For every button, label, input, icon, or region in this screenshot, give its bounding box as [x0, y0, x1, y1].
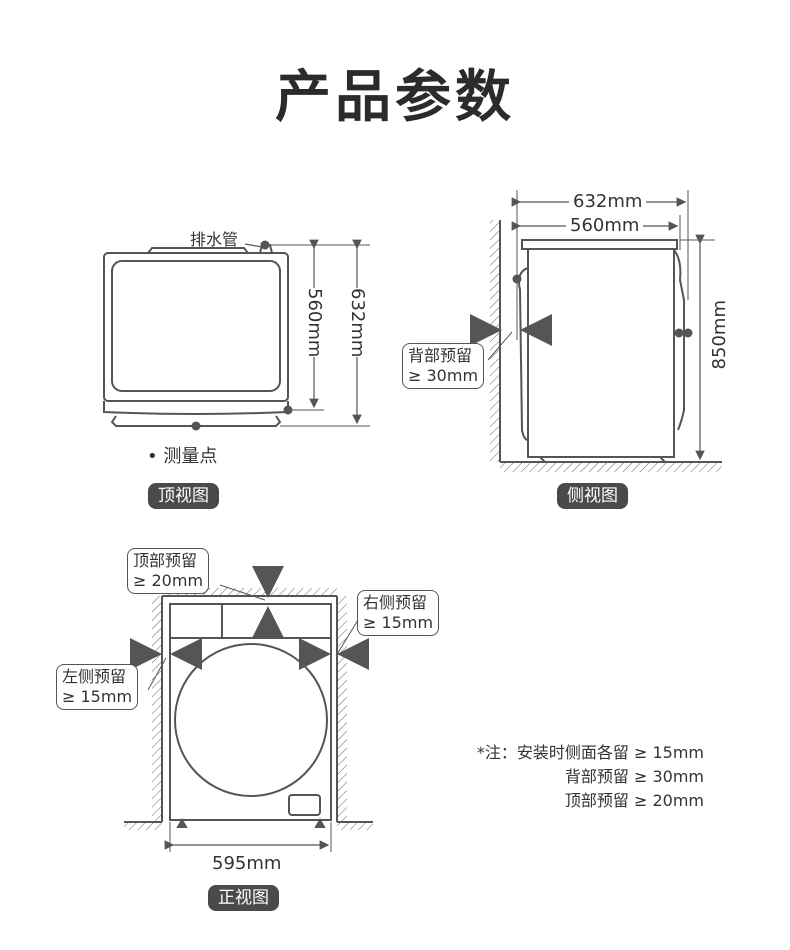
note-line-2: 背部预留 ≥ 30mm [564, 767, 704, 786]
front-view-badge: 正视图 [208, 885, 279, 911]
side-view-dim-632: 632mm [569, 192, 647, 212]
top-view-badge: 顶视图 [148, 483, 219, 509]
drain-pipe-label: 排水管 [190, 230, 239, 249]
top-view-dim-632: 632mm [347, 288, 368, 358]
side-view-dim-560: 560mm [566, 216, 644, 236]
left-clearance-callout: 左侧预留 ≥ 15mm [56, 664, 139, 710]
side-view-badge: 侧视图 [557, 483, 628, 509]
page-title: 产品参数 [275, 65, 515, 130]
measurement-point-legend: • 测量点 [147, 446, 218, 467]
front-view-drawing [124, 566, 373, 852]
side-view-drawing [470, 190, 722, 472]
side-view-dim-850: 850mm [709, 300, 730, 370]
note-line-3: 顶部预留 ≥ 20mm [564, 791, 704, 810]
back-clearance-callout: 背部预留 ≥ 30mm [402, 343, 485, 389]
top-view-dim-560: 560mm [304, 288, 325, 358]
installation-notes: *注：安装时侧面各留 ≥ 15mm 背部预留 ≥ 30mm 顶部预留 ≥ 20m… [477, 741, 704, 813]
top-clearance-callout: 顶部预留 ≥ 20mm [127, 548, 210, 594]
right-clearance-callout: 右侧预留 ≥ 15mm [357, 590, 440, 636]
note-line-1: *注：安装时侧面各留 ≥ 15mm [476, 743, 704, 762]
front-view-dim-595: 595mm [212, 853, 282, 874]
top-view-drawing [103, 239, 370, 431]
